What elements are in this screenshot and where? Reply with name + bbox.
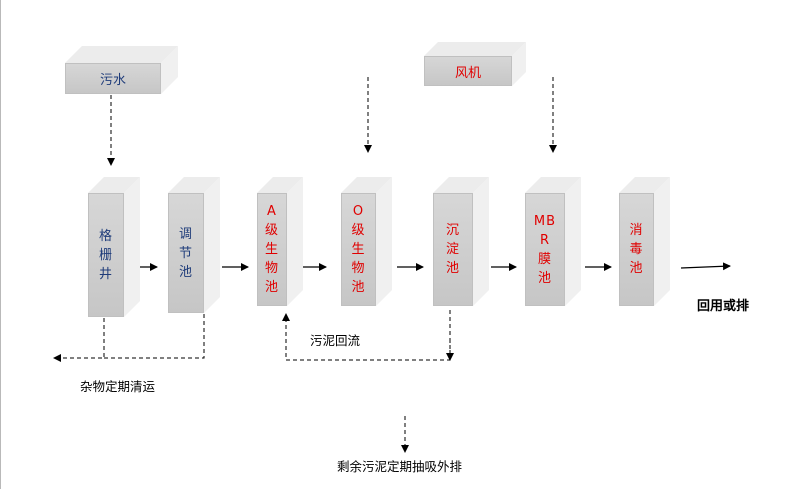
grille-well-label: 格栅井: [88, 193, 124, 317]
label-char: 沉: [445, 223, 460, 238]
excess-sludge-label: 剩余污泥定期抽吸外排: [337, 459, 463, 474]
a-tank-box: [257, 177, 303, 306]
label-char: 池: [264, 280, 279, 295]
label-char: A: [267, 204, 277, 219]
box-front-face: [88, 193, 124, 317]
sewage-source-box: [65, 46, 178, 94]
blower-label: 风机: [454, 65, 481, 81]
box-top-face: [424, 42, 526, 56]
label-char: O: [352, 204, 365, 219]
o-tank-box: [341, 177, 392, 306]
label-char: 级: [351, 223, 366, 238]
box-front-face: [619, 193, 654, 306]
label-char: 级: [264, 223, 279, 238]
output-arrow: [680, 262, 731, 271]
debris-removal-label: 杂物定期清运: [80, 379, 156, 394]
box-front-face: [65, 63, 161, 94]
box-side-face: [287, 177, 303, 306]
disinfection-tank-label: 消毒池: [619, 193, 654, 306]
label-char: 池: [537, 270, 552, 286]
label-char: 膜: [537, 251, 552, 267]
box-side-face: [654, 177, 670, 306]
label-char: 物: [264, 261, 279, 276]
sludge-return-label: 污泥回流: [310, 333, 361, 348]
box-side-face: [473, 177, 489, 306]
debris-removal-path: [53, 318, 105, 362]
regulating-tank-box: [168, 177, 220, 313]
label-char: 格: [98, 228, 113, 244]
box-front-face: [257, 193, 287, 306]
box-front-face: [168, 193, 204, 313]
box-side-face: [376, 177, 392, 306]
box-side-face: [124, 177, 140, 317]
label-char: R: [539, 232, 551, 248]
label-char: 栅: [98, 247, 113, 263]
sewage-label: 污水: [99, 73, 126, 88]
label-char: 池: [351, 280, 366, 295]
label-char: 池: [629, 261, 644, 276]
grille-well-box: [88, 177, 140, 317]
box-front-face: [433, 193, 473, 306]
label-char: 节: [178, 245, 193, 261]
label-char: 池: [178, 264, 193, 280]
box-front-face: [341, 193, 376, 306]
label-char: 生: [351, 242, 366, 257]
blower-box: [424, 42, 526, 86]
regulating-debris-path: [104, 314, 205, 359]
box-front-face: [525, 193, 565, 306]
box-side-face: [204, 177, 220, 313]
label-char: 生: [264, 242, 279, 257]
box-front-face: [424, 56, 512, 86]
label-char: 物: [351, 261, 366, 276]
settling-tank-box: [433, 177, 489, 306]
label-char: 调: [178, 226, 193, 242]
label-char: 消: [629, 223, 644, 238]
left-border-line: [0, 0, 1, 489]
sludge-return-path: [282, 310, 451, 361]
label-char: MB: [533, 213, 557, 229]
settling-tank-label: 沉淀池: [433, 193, 473, 306]
label-char: 池: [445, 261, 460, 276]
label-char: 淀: [445, 242, 460, 257]
disinfection-tank-box: [619, 177, 670, 306]
label-char: 毒: [629, 242, 644, 257]
output-label: 回用或排: [697, 299, 750, 314]
label-char: 井: [98, 266, 113, 282]
box-top-face: [65, 46, 178, 63]
mbr-tank-box: [525, 177, 581, 306]
regulating-tank-label: 调节池: [168, 193, 204, 313]
box-side-face: [565, 177, 581, 306]
